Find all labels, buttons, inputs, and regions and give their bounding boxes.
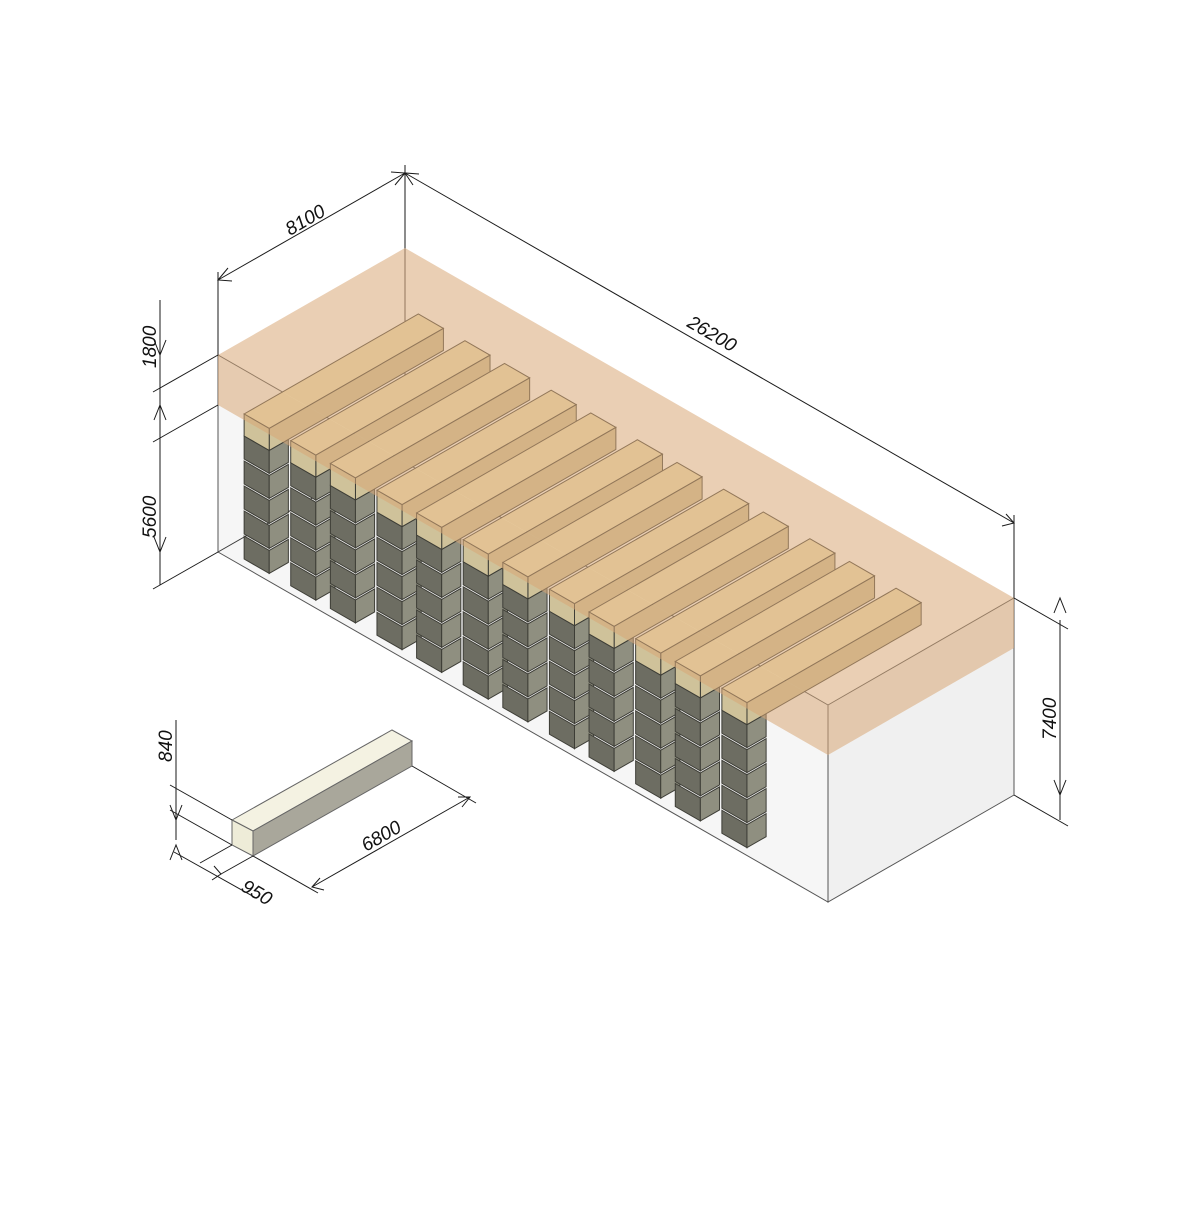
top-zone bbox=[218, 248, 1014, 755]
label-unit-height: 840 bbox=[156, 730, 177, 762]
unit-side-face bbox=[527, 662, 548, 698]
unit-side-face bbox=[268, 513, 289, 550]
unit-side-face bbox=[527, 637, 548, 673]
unit-side-face bbox=[613, 686, 634, 723]
single-unit bbox=[230, 729, 414, 857]
unit-side-face bbox=[354, 513, 376, 549]
unit-side-face bbox=[441, 587, 462, 624]
unit-side-face bbox=[268, 538, 289, 575]
unit-side-face bbox=[441, 612, 462, 649]
unit-side-face bbox=[699, 761, 721, 797]
label-unit-length: 6800 bbox=[358, 817, 405, 857]
label-length: 26200 bbox=[683, 312, 740, 357]
unit-side-face bbox=[699, 736, 721, 772]
unit-side-face bbox=[746, 762, 767, 799]
label-unit-width: 950 bbox=[238, 876, 276, 910]
unit-side-face bbox=[441, 637, 462, 674]
unit-side-face bbox=[354, 563, 376, 599]
top-zone-left-face bbox=[218, 355, 828, 755]
top-zone-right-face bbox=[828, 598, 1014, 755]
unit-side-face bbox=[746, 812, 767, 849]
unit-side-face bbox=[699, 711, 721, 747]
unit-side-face bbox=[527, 612, 548, 648]
unit-side-face bbox=[613, 661, 634, 698]
top-zone-top-face bbox=[218, 248, 1014, 705]
unit-side-face bbox=[613, 736, 634, 773]
label-stack-zone: 5600 bbox=[140, 495, 161, 538]
unit-side-face bbox=[268, 463, 289, 500]
unit-side-face bbox=[268, 488, 289, 525]
dimension-lines bbox=[152, 165, 1069, 899]
label-height: 7400 bbox=[1040, 697, 1061, 740]
unit-side-face bbox=[613, 711, 634, 748]
label-width: 8100 bbox=[282, 201, 329, 241]
unit-side-face bbox=[746, 787, 767, 824]
unit-side-face bbox=[746, 737, 767, 774]
unit-side-face bbox=[527, 687, 548, 723]
unit-side-face bbox=[441, 562, 462, 599]
label-top-zone: 1800 bbox=[140, 325, 161, 368]
unit-side-face bbox=[699, 786, 721, 822]
unit-side-face bbox=[354, 538, 376, 574]
dimension-arrows bbox=[153, 171, 1067, 891]
unit-side-face bbox=[354, 588, 376, 624]
